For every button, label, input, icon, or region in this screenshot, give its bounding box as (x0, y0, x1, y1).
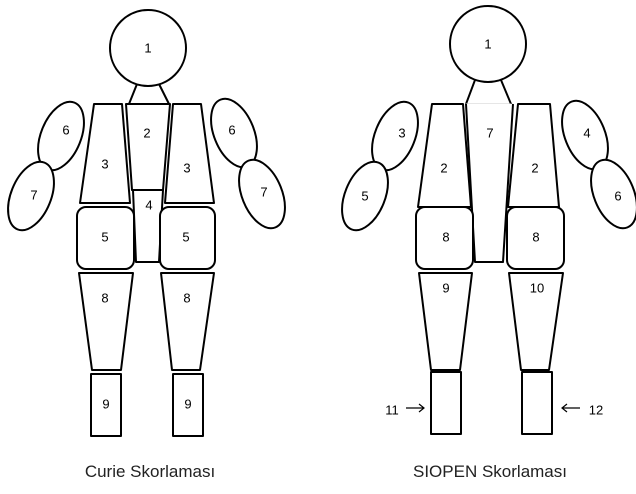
curie-chest-region (126, 104, 170, 190)
siopen-right-upper-arm-label: 4 (583, 126, 590, 141)
siopen-right-thigh-label: 10 (530, 281, 544, 296)
siopen-right-forearm-label: 6 (614, 189, 621, 204)
siopen-neck-left (466, 80, 475, 104)
siopen-left-upper-torso-region (418, 104, 471, 207)
siopen-left-forearm-label: 5 (361, 189, 368, 204)
curie-right-lower-leg-label: 9 (184, 397, 191, 412)
siopen-neck-right (501, 80, 511, 104)
siopen-left-lower-leg-label: 11 (385, 403, 399, 418)
curie-left-thigh-label: 8 (101, 291, 108, 306)
curie-right-thigh-label: 8 (183, 291, 190, 306)
curie-right-forearm-label: 7 (260, 185, 267, 200)
siopen-left-upper-arm-label: 3 (398, 126, 405, 141)
curie-right-thigh-region (161, 273, 214, 370)
curie-left-lower-leg-label: 9 (102, 397, 109, 412)
siopen-left-upper-torso-label: 2 (440, 161, 447, 176)
curie-right-pelvis-label: 5 (182, 230, 189, 245)
curie-left-thigh-region (79, 273, 133, 370)
siopen-head-label: 1 (484, 37, 491, 52)
curie-left-pelvis-label: 5 (101, 230, 108, 245)
siopen-chest-label: 7 (486, 126, 493, 141)
siopen-left-lower-leg-region (431, 372, 461, 434)
siopen-left-pelvis-label: 8 (442, 230, 449, 245)
siopen-caption: SIOPEN Skorlaması (340, 462, 636, 482)
curie-head-label: 1 (144, 41, 151, 56)
siopen-left-lower-leg-arrow (406, 404, 424, 412)
curie-left-upper-torso-label: 3 (101, 157, 108, 172)
curie-figure: 1 2 3 3 4 5 5 6 6 7 7 8 8 (0, 10, 294, 436)
curie-right-upper-arm-label: 6 (228, 123, 235, 138)
siopen-left-thigh-label: 9 (442, 281, 449, 296)
curie-right-upper-torso-region (165, 104, 214, 203)
curie-left-upper-arm-label: 6 (62, 123, 69, 138)
curie-right-upper-torso-label: 3 (183, 161, 190, 176)
curie-mid-abdomen-label: 4 (145, 198, 152, 213)
curie-left-forearm-label: 7 (30, 188, 37, 203)
curie-neck-left (129, 84, 137, 104)
curie-left-upper-torso-region (80, 104, 130, 203)
siopen-right-lower-leg-arrow (562, 404, 580, 412)
siopen-right-lower-leg-label: 12 (589, 403, 603, 418)
siopen-right-upper-torso-region (508, 104, 559, 207)
siopen-figure: 1 7 2 2 8 8 3 4 5 6 9 10 (333, 6, 636, 434)
curie-neck-right (159, 84, 169, 104)
siopen-right-pelvis-label: 8 (532, 230, 539, 245)
siopen-right-upper-torso-label: 2 (531, 161, 538, 176)
siopen-right-lower-leg-region (522, 372, 552, 434)
curie-chest-label: 2 (143, 126, 150, 141)
curie-caption: Curie Skorlaması (0, 462, 300, 482)
